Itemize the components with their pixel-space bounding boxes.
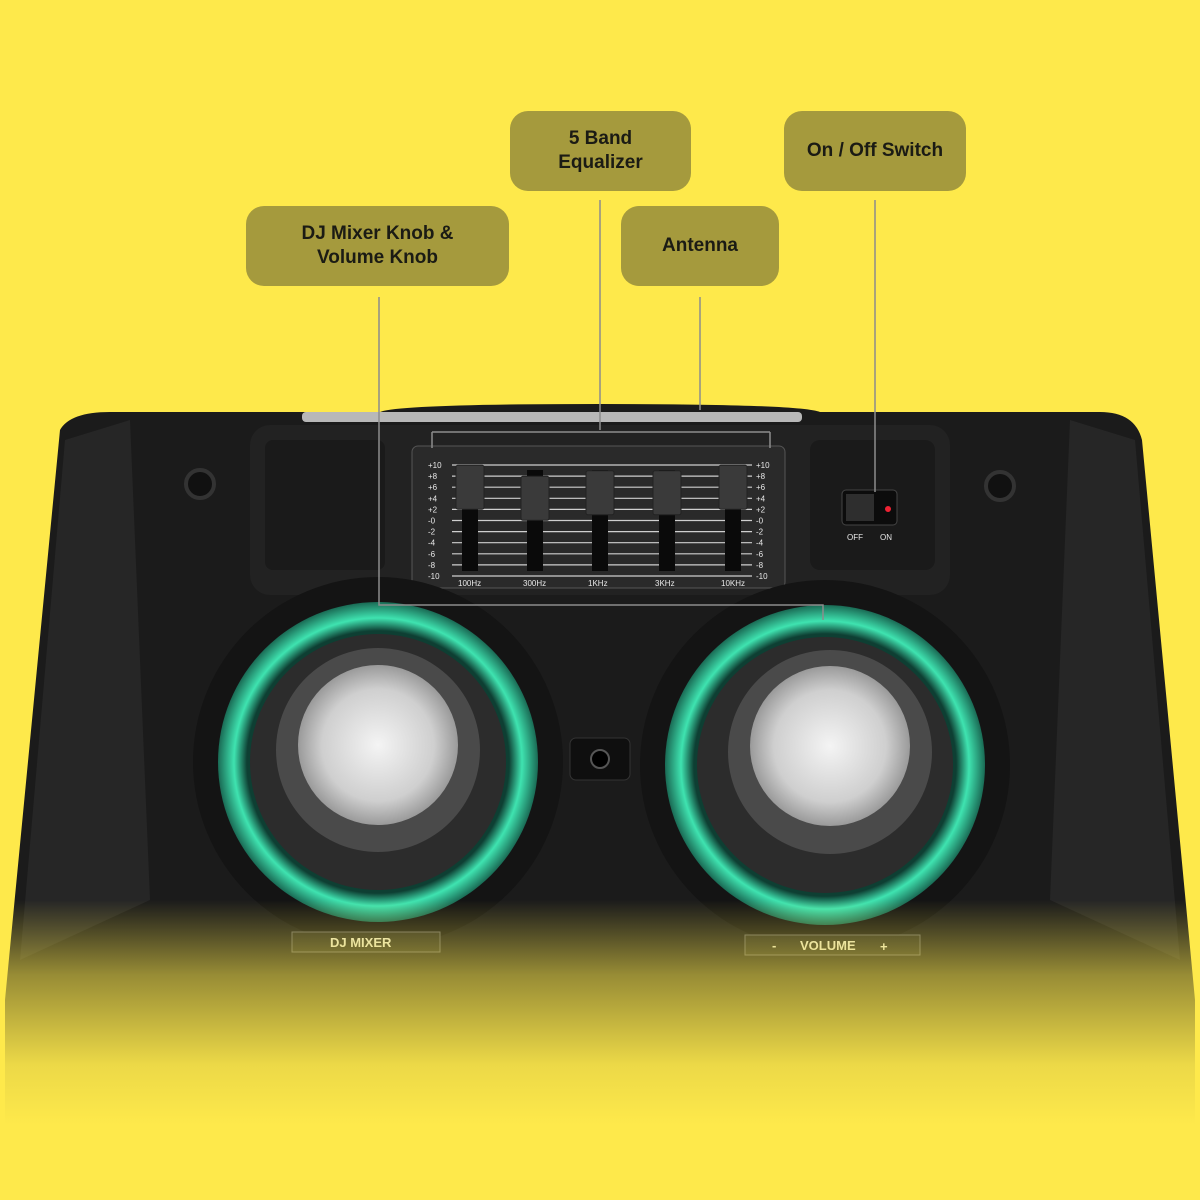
volume-knob[interactable] (640, 580, 1010, 950)
volume-label: VOLUME (800, 938, 856, 953)
leader-lines (378, 200, 876, 620)
eq-band-label: 100Hz (458, 579, 481, 588)
eq-scale-right: +6 (756, 483, 766, 492)
callout-equalizer: 5 Band Equalizer (510, 111, 691, 191)
eq-slider-handle-100hz[interactable] (455, 464, 485, 510)
eq-scale-right: +4 (756, 494, 766, 503)
eq-scale-left: -4 (428, 539, 436, 548)
dj-mixer-label: DJ MIXER (330, 935, 392, 950)
eq-scale-left: -8 (428, 561, 436, 570)
eq-scale-right: -8 (756, 561, 764, 570)
antenna (302, 412, 802, 422)
eq-scale-left: +2 (428, 505, 438, 514)
callout-antenna: Antenna (621, 206, 779, 286)
eq-scale-left: -6 (428, 550, 436, 559)
eq-band-label: 3KHz (655, 579, 675, 588)
eq-scale-left: +8 (428, 472, 438, 481)
screw-icon (184, 468, 216, 500)
callout-dj-mixer: DJ Mixer Knob & Volume Knob (246, 206, 509, 286)
eq-band-label: 10KHz (721, 579, 745, 588)
eq-scale-right: -0 (756, 517, 764, 526)
volume-plus-label: + (880, 939, 888, 954)
volume-minus-label: - (772, 938, 776, 953)
switch-off-label: OFF (847, 533, 863, 542)
right-handle (1050, 420, 1180, 960)
switch-on-label: ON (880, 533, 892, 542)
eq-slider-handle-3khz[interactable] (652, 470, 682, 516)
eq-scale-right: +10 (756, 461, 770, 470)
eq-scale-left: +6 (428, 483, 438, 492)
eq-scale-left: -2 (428, 528, 436, 537)
eq-scale-right: -6 (756, 550, 764, 559)
eq-scale-right: -10 (756, 572, 768, 581)
screw-icon (984, 470, 1016, 502)
callout-switch: On / Off Switch (784, 111, 966, 191)
eq-scale-left: -10 (428, 572, 440, 581)
left-handle (20, 420, 150, 960)
eq-band-label: 1KHz (588, 579, 608, 588)
eq-scale-left: +4 (428, 494, 438, 503)
eq-scale-right: +2 (756, 505, 766, 514)
eq-band-label: 300Hz (523, 579, 546, 588)
eq-scale-left: +10 (428, 461, 442, 470)
eq-scale-right: -4 (756, 539, 764, 548)
eq-scale-left: -0 (428, 517, 436, 526)
eq-scale-right: -2 (756, 528, 764, 537)
eq-slider-handle-300hz[interactable] (520, 475, 550, 521)
eq-slider-handle-10khz[interactable] (718, 464, 748, 510)
dj-mixer-knob[interactable] (193, 577, 563, 947)
eq-scale-right: +8 (756, 472, 766, 481)
eq-slider-handle-1khz[interactable] (585, 470, 615, 516)
